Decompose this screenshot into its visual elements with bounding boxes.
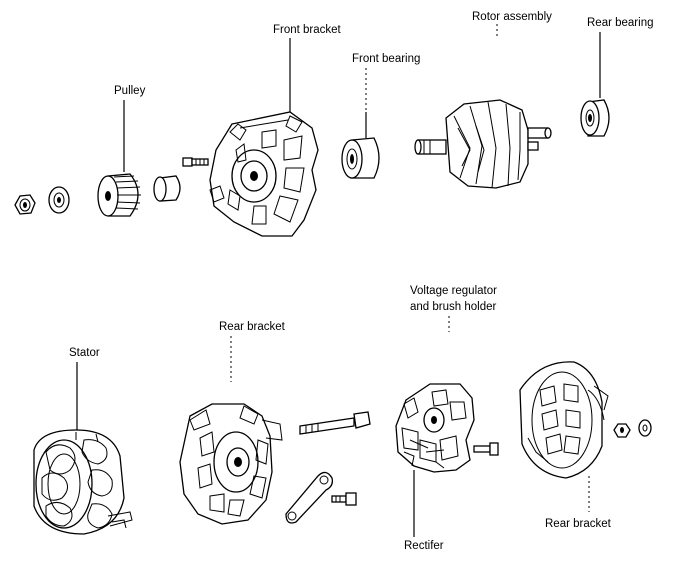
- rear-bracket-right: [519, 361, 609, 479]
- label-rear-bracket-right: Rear bracket: [545, 518, 612, 530]
- label-voltage-regulator-line2: and brush holder: [410, 301, 496, 313]
- rotor-assembly: [414, 99, 552, 189]
- bracket-bolt: [182, 157, 209, 167]
- nut: [14, 194, 36, 215]
- label-voltage-regulator-line1: Voltage regulator: [410, 285, 497, 297]
- pulley: [97, 173, 141, 217]
- label-front-bracket: Front bracket: [273, 24, 342, 36]
- through-bolt: [299, 411, 371, 435]
- terminal-nut: [613, 423, 631, 438]
- terminal-washer: [638, 419, 652, 437]
- front-bracket: [209, 111, 319, 237]
- rear-bolt: [331, 492, 357, 506]
- rear-bearing: [580, 99, 610, 137]
- label-rotor-assembly: Rotor assembly: [472, 11, 552, 23]
- front-bearing: [341, 137, 380, 179]
- label-pulley: Pulley: [114, 85, 146, 97]
- collar: [153, 175, 181, 202]
- label-stator: Stator: [69, 347, 100, 359]
- bracket-strap: [285, 471, 334, 524]
- spacer-washer: [48, 186, 70, 214]
- label-rear-bracket-left: Rear bracket: [219, 321, 286, 333]
- leader-lines: [76, 24, 601, 537]
- label-rectifier: Rectifer: [404, 540, 444, 552]
- stator: [33, 429, 133, 535]
- label-front-bearing: Front bearing: [352, 53, 420, 65]
- rear-bracket-left: [179, 403, 283, 525]
- voltage-regulator-rectifier: [395, 383, 499, 473]
- label-rear-bearing: Rear bearing: [587, 17, 653, 29]
